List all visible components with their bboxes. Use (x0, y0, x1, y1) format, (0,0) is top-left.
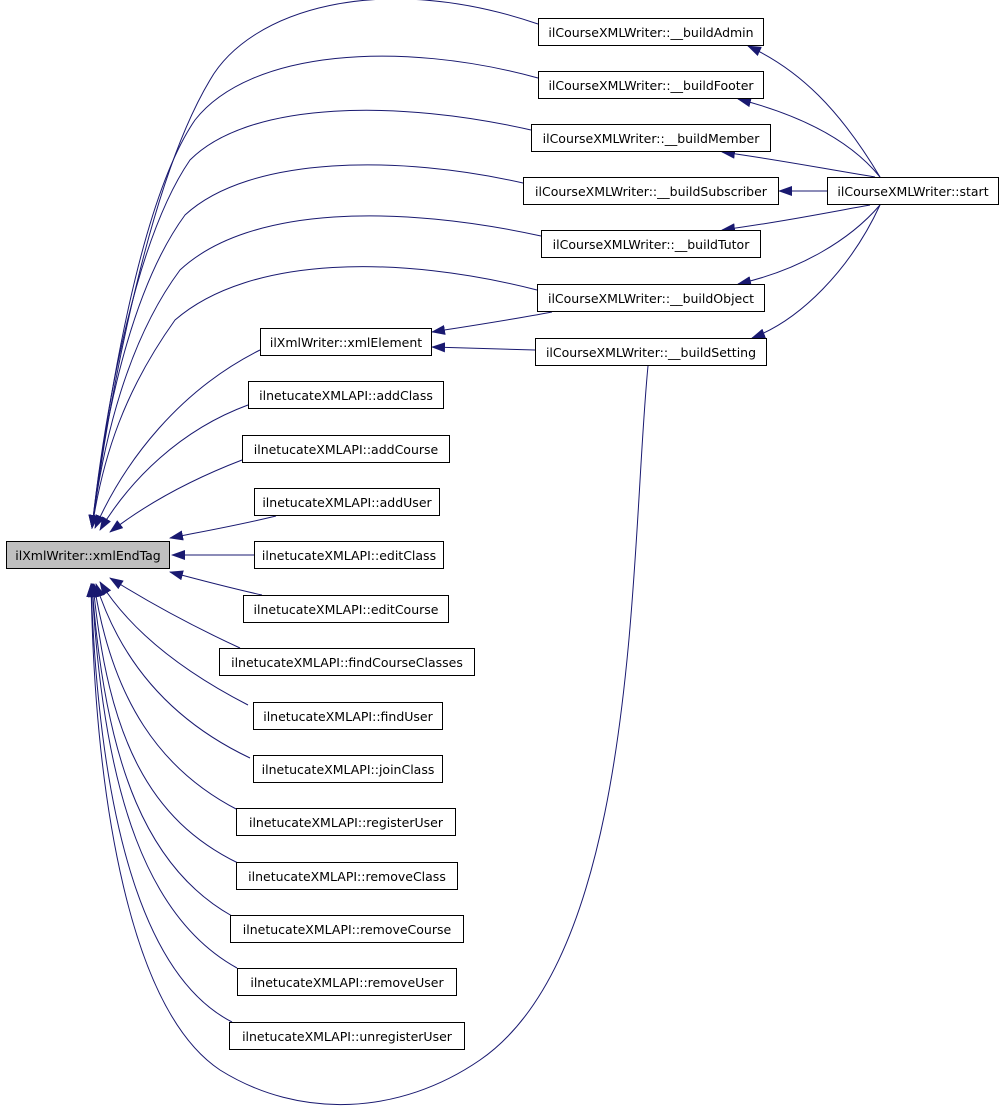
node-findCourseClasses[interactable]: ilnetucateXMLAPI::findCourseClasses (219, 648, 475, 676)
edge-removeUser-to-xmlEndTag (87, 583, 238, 969)
node-label: ilnetucateXMLAPI::addUser (262, 494, 432, 510)
edge-buildObject-to-xmlElement (431, 311, 553, 335)
edge-buildSubscriber-to-xmlEndTag (88, 164, 524, 529)
node-label: ilXmlWriter::xmlElement (269, 334, 423, 350)
node-buildMember[interactable]: ilCourseXMLWriter::__buildMember (531, 124, 771, 152)
edge-findUser-to-xmlEndTag (99, 581, 249, 706)
node-start[interactable]: ilCourseXMLWriter::start (827, 177, 999, 205)
node-label: ilnetucateXMLAPI::addClass (259, 387, 433, 403)
node-joinClass[interactable]: ilnetucateXMLAPI::joinClass (253, 755, 443, 783)
node-label: ilCourseXMLWriter::__buildTutor (552, 236, 750, 252)
node-label: ilCourseXMLWriter::__buildSetting (545, 344, 757, 360)
node-label: ilnetucateXMLAPI::registerUser (248, 814, 443, 830)
edge-findCourseClasses-to-xmlEndTag (109, 577, 241, 649)
edge-registerUser-to-xmlEndTag (91, 583, 239, 811)
edge-buildAdmin-to-xmlEndTag (88, 0, 539, 529)
edge-xmlElement-to-xmlEndTag (94, 349, 261, 529)
node-xmlElement[interactable]: ilXmlWriter::xmlElement (260, 328, 432, 356)
node-registerUser[interactable]: ilnetucateXMLAPI::registerUser (236, 808, 456, 836)
edge-buildTutor-to-xmlEndTag (88, 215, 542, 529)
node-label: ilnetucateXMLAPI::findCourseClasses (231, 654, 463, 670)
node-label: ilCourseXMLWriter::__buildAdmin (548, 24, 754, 40)
node-label: ilCourseXMLWriter::__buildSubscriber (535, 183, 767, 199)
edge-buildSetting-to-xmlElement (431, 342, 536, 353)
node-label: ilnetucateXMLAPI::unregisterUser (242, 1028, 452, 1044)
node-label: ilCourseXMLWriter::__buildFooter (548, 77, 754, 93)
edge-start-to-buildTutor (721, 204, 871, 234)
node-label: ilnetucateXMLAPI::removeUser (250, 974, 444, 990)
edge-buildMember-to-xmlEndTag (88, 109, 532, 529)
node-label: ilnetucateXMLAPI::findUser (263, 708, 433, 724)
node-unregisterUser[interactable]: ilnetucateXMLAPI::unregisterUser (229, 1022, 465, 1050)
node-label: ilnetucateXMLAPI::removeClass (248, 868, 446, 884)
node-label: ilnetucateXMLAPI::editCourse (253, 601, 439, 617)
node-buildSubscriber[interactable]: ilCourseXMLWriter::__buildSubscriber (523, 177, 779, 205)
node-label: ilnetucateXMLAPI::removeCourse (242, 921, 452, 937)
node-buildAdmin[interactable]: ilCourseXMLWriter::__buildAdmin (538, 18, 764, 46)
edge-joinClass-to-xmlEndTag (95, 583, 251, 759)
edge-start-to-buildObject (737, 204, 881, 287)
node-label: ilnetucateXMLAPI::addCourse (253, 441, 439, 457)
node-xmlEndTag[interactable]: ilXmlWriter::xmlEndTag (6, 541, 170, 569)
edge-addClass-to-xmlEndTag (99, 404, 249, 531)
edge-editCourse-to-xmlEndTag (169, 570, 263, 596)
node-removeCourse[interactable]: ilnetucateXMLAPI::removeCourse (230, 915, 464, 943)
node-addClass[interactable]: ilnetucateXMLAPI::addClass (248, 381, 444, 409)
edge-removeCourse-to-xmlEndTag (87, 583, 233, 917)
edge-removeClass-to-xmlEndTag (89, 583, 239, 864)
graph-edges (86, 0, 881, 1106)
node-removeClass[interactable]: ilnetucateXMLAPI::removeClass (236, 862, 458, 890)
edge-start-to-buildSetting (751, 204, 881, 339)
node-label: ilnetucateXMLAPI::editClass (261, 547, 437, 563)
node-removeUser[interactable]: ilnetucateXMLAPI::removeUser (237, 968, 457, 996)
node-editCourse[interactable]: ilnetucateXMLAPI::editCourse (243, 595, 449, 623)
node-editClass[interactable]: ilnetucateXMLAPI::editClass (254, 541, 444, 569)
node-label: ilCourseXMLWriter::start (837, 183, 989, 199)
node-label: ilXmlWriter::xmlEndTag (15, 547, 161, 563)
edge-addUser-to-xmlEndTag (169, 515, 277, 541)
node-buildFooter[interactable]: ilCourseXMLWriter::__buildFooter (538, 71, 764, 99)
edge-addCourse-to-xmlEndTag (109, 459, 243, 533)
node-buildTutor[interactable]: ilCourseXMLWriter::__buildTutor (541, 230, 761, 258)
edge-start-to-buildMember (721, 148, 876, 178)
edge-start-to-buildFooter (737, 97, 881, 178)
edge-start-to-buildAdmin (747, 45, 881, 178)
node-buildObject[interactable]: ilCourseXMLWriter::__buildObject (537, 284, 765, 312)
edge-unregisterUser-to-xmlEndTag (86, 583, 233, 1023)
node-label: ilnetucateXMLAPI::joinClass (261, 761, 435, 777)
node-addUser[interactable]: ilnetucateXMLAPI::addUser (254, 488, 440, 516)
node-buildSetting[interactable]: ilCourseXMLWriter::__buildSetting (535, 338, 767, 366)
node-findUser[interactable]: ilnetucateXMLAPI::findUser (253, 702, 443, 730)
edge-buildSetting-to-xmlEndTag (86, 365, 649, 1106)
node-addCourse[interactable]: ilnetucateXMLAPI::addCourse (242, 435, 450, 463)
node-label: ilCourseXMLWriter::__buildMember (542, 130, 760, 146)
node-label: ilCourseXMLWriter::__buildObject (547, 290, 755, 306)
edge-buildObject-to-xmlEndTag (88, 266, 538, 529)
